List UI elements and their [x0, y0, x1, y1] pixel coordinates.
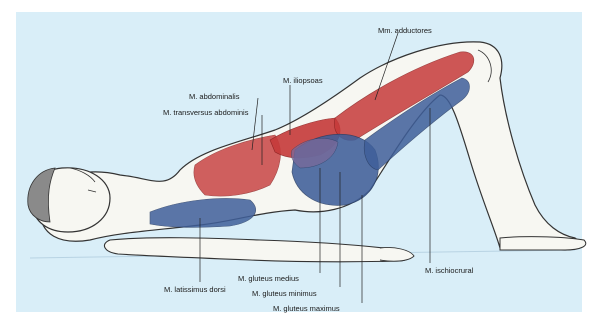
label-mm-adductores: Mm. adductores: [378, 26, 432, 35]
label-m-ischiocrural: M. ischiocrural: [425, 266, 473, 275]
label-m-iliopsoas: M. iliopsoas: [283, 76, 323, 85]
label-m-transversus-abdominis: M. transversus abdominis: [163, 108, 248, 117]
label-m-gluteus-medius: M. gluteus medius: [238, 274, 299, 283]
label-m-abdominalis: M. abdominalis: [189, 92, 239, 101]
foot-outline: [500, 237, 586, 250]
label-m-latissimus-dorsi: M. latissimus dorsi: [164, 285, 226, 294]
label-m-gluteus-minimus: M. gluteus minimus: [252, 289, 317, 298]
label-m-gluteus-maximus: M. gluteus maximus: [273, 304, 340, 313]
